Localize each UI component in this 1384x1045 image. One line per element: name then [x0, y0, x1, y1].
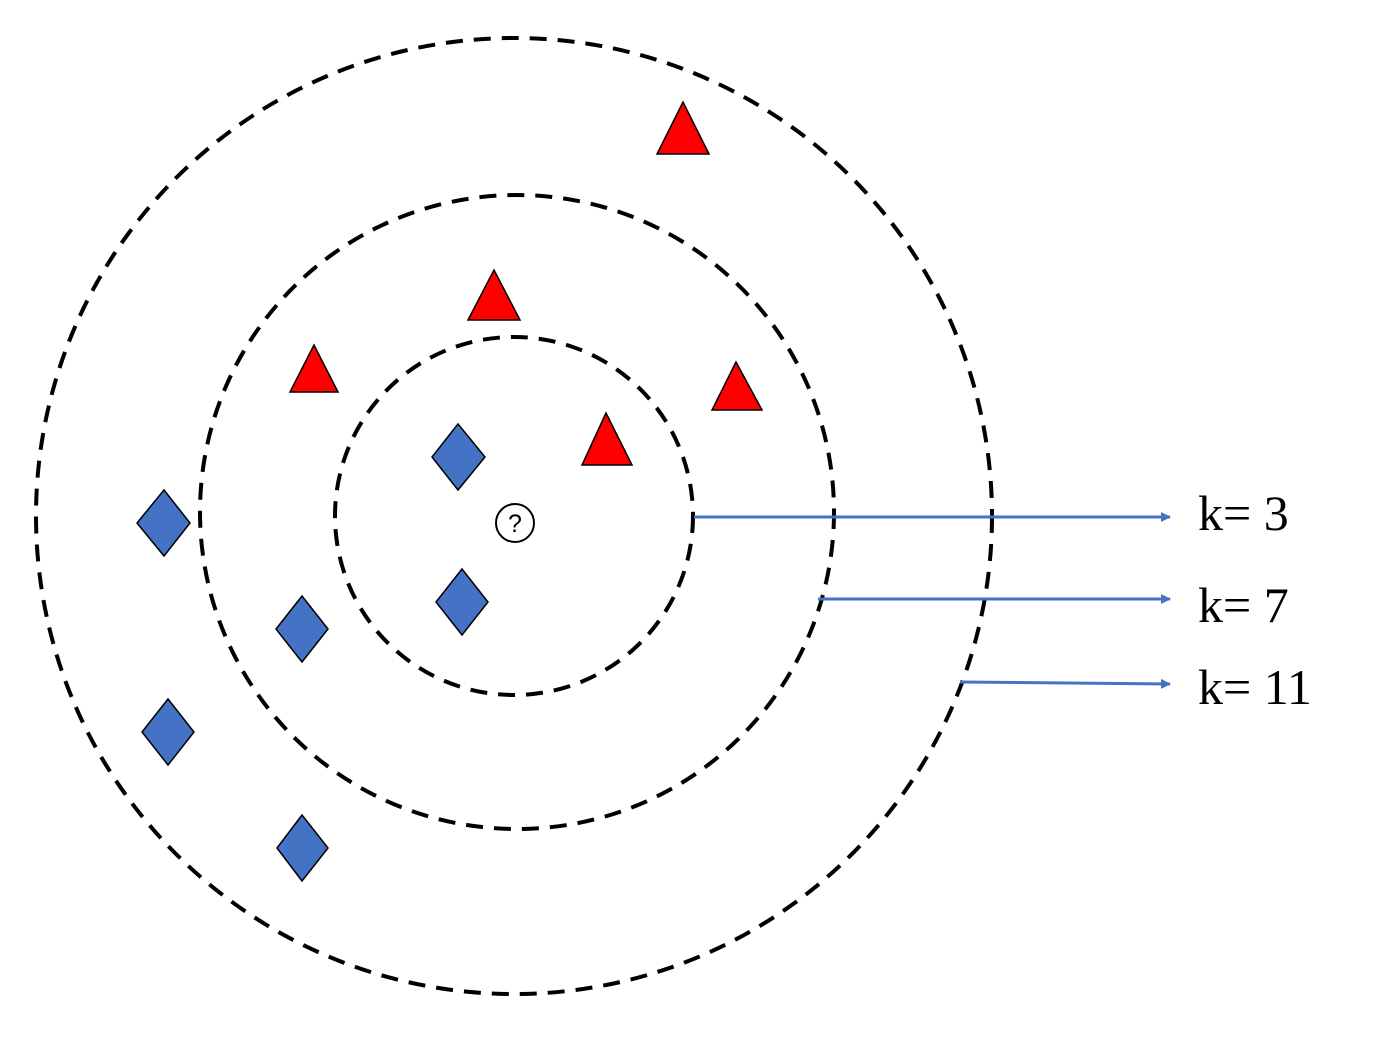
- diamond-point: [136, 488, 191, 558]
- ring-k-7: [198, 193, 836, 831]
- question-mark-circle-icon: [495, 503, 535, 543]
- k-labels: k= 3 k= 7 k= 11: [1198, 485, 1312, 715]
- triangle-points: [288, 100, 764, 466]
- k-arrows: [694, 512, 1171, 689]
- triangle-point: [466, 268, 522, 321]
- diamond-point: [275, 594, 329, 664]
- diamond-points: [136, 422, 489, 883]
- query-point: ?: [495, 503, 535, 543]
- ring-k-3: [333, 335, 695, 697]
- k-label-11: k= 11: [1198, 659, 1312, 715]
- diamond-point: [276, 813, 329, 883]
- k-label-7: k= 7: [1198, 577, 1289, 633]
- diamond-point: [141, 697, 195, 767]
- triangle-point: [580, 411, 634, 466]
- triangle-point: [288, 343, 340, 393]
- k-label-3: k= 3: [1198, 485, 1289, 541]
- diamond-point: [431, 422, 486, 492]
- diamond-point: [435, 567, 489, 637]
- triangle-point: [655, 100, 711, 155]
- triangle-point: [710, 360, 764, 411]
- query-symbol: ?: [508, 510, 522, 538]
- arrow-k-11: [959, 678, 1171, 689]
